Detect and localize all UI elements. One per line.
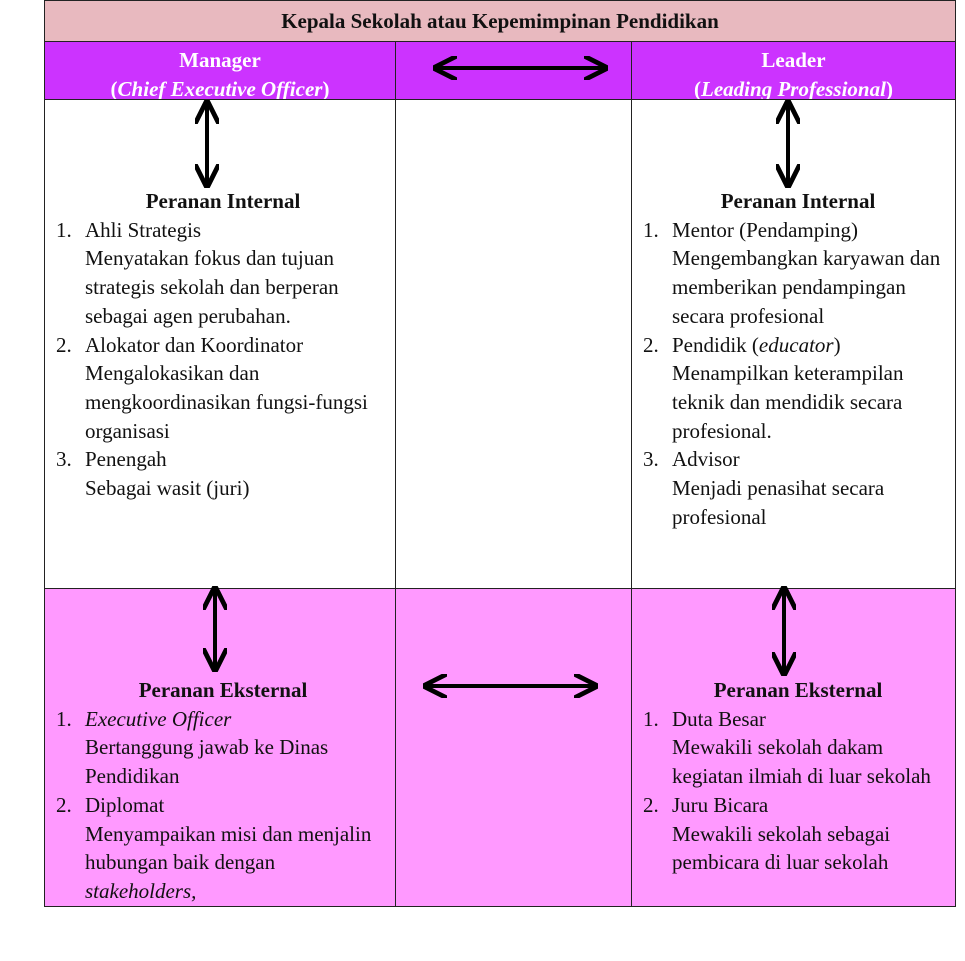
leader-header: Leader (Leading Professional) (631, 41, 956, 101)
list-item: 1. Mentor (Pendamping) Mengembangkan kar… (643, 217, 941, 328)
manager-sublabel: Chief Executive Officer (117, 77, 323, 101)
list-item: 2. Alokator dan Koordinator Mengalokasik… (56, 332, 368, 443)
internal-middle-cell (395, 99, 631, 589)
header-middle (395, 41, 631, 100)
list-item: 3. Penengah Sebagai wasit (juri) (56, 447, 250, 501)
leader-internal-heading: Peranan Internal (720, 189, 876, 213)
manager-label: Manager (179, 48, 261, 72)
leadership-table: Kepala Sekolah atau Kepemimpinan Pendidi… (44, 0, 956, 907)
list-item: 2. Juru Bicara Mewakili sekolah sebagai … (643, 792, 891, 875)
manager-internal-block: Peranan Internal 1. Ahli Strategis Menya… (56, 187, 390, 503)
leader-sublabel: Leading Professional (701, 77, 886, 101)
manager-external-block: Peranan Eksternal 1. Executive Officer B… (56, 676, 390, 906)
list-item: 2. Pendidik (educator) Menampilkan keter… (643, 332, 904, 443)
external-middle-cell (395, 588, 631, 907)
list-item: 2. Diplomat Menyampaikan misi dan menjal… (56, 792, 372, 903)
list-item: 1. Ahli Strategis Menyatakan fokus dan t… (56, 217, 339, 328)
list-item: 1. Executive Officer Bertanggung jawab k… (56, 706, 329, 789)
leader-external-block: Peranan Eksternal 1. Duta Besar Mewakili… (643, 676, 953, 877)
leader-internal-block: Peranan Internal 1. Mentor (Pendamping) … (643, 187, 953, 531)
manager-internal-cell (44, 99, 395, 589)
table-title: Kepala Sekolah atau Kepemimpinan Pendidi… (281, 9, 719, 33)
list-item: 1. Duta Besar Mewakili sekolah dakam keg… (643, 706, 931, 789)
list-item: 3. Advisor Menjadi penasihat secara prof… (643, 447, 885, 529)
manager-internal-heading: Peranan Internal (145, 189, 301, 213)
leader-label: Leader (761, 48, 826, 72)
title-row: Kepala Sekolah atau Kepemimpinan Pendidi… (44, 0, 956, 42)
manager-header: Manager (Chief Executive Officer) (44, 41, 395, 101)
manager-external-cell (44, 588, 395, 907)
leader-external-heading: Peranan Eksternal (713, 678, 883, 702)
manager-external-heading: Peranan Eksternal (138, 678, 308, 702)
